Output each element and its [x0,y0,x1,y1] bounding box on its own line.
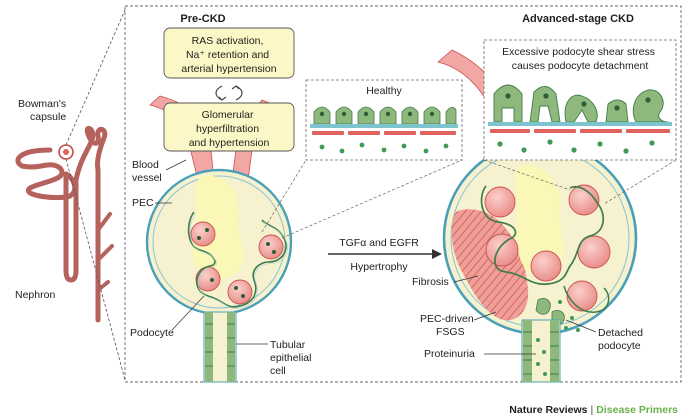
diagram-frame [124,5,682,383]
nephron-illustration [15,125,114,323]
fibrosis-label: Fibrosis [412,276,449,288]
pec-fsgs-label: PEC-driven FSGS [420,313,477,338]
nephron-label: Nephron [15,289,55,301]
tubular-epithelial-label: Tubular epithelial cell [270,339,314,377]
advanced-ckd-title: Advanced-stage CKD [522,13,634,25]
detached-podocyte-label: Detached podocyte [598,327,646,352]
pec-label: PEC [132,197,154,209]
blood-vessel-label: Blood vessel [132,159,162,184]
journal-credit: Nature Reviews | Disease Primers [509,404,678,416]
stressed-podocytes [493,84,669,123]
cycle-arrows [215,85,243,101]
shear-stress-text: Excessive podocyte shear stress causes p… [502,46,658,72]
glomerular-box-text: Glomerular hyperfiltration and hypertens… [189,109,270,149]
bowmans-capsule-label: Bowman's capsule [18,98,69,123]
arrow-top-label: TGFα and EGFR [339,237,419,249]
ras-box [163,27,295,79]
proteinuria-label: Proteinuria [424,348,475,360]
glomerular-box [163,102,295,152]
podocyte-label: Podocyte [130,327,174,339]
ras-box-text: RAS activation, Na⁺ retention and arteri… [181,35,276,75]
healthy-label: Healthy [366,85,402,97]
pre-ckd-title: Pre-CKD [180,13,225,25]
arrow-bottom-label: Hypertrophy [350,261,408,273]
